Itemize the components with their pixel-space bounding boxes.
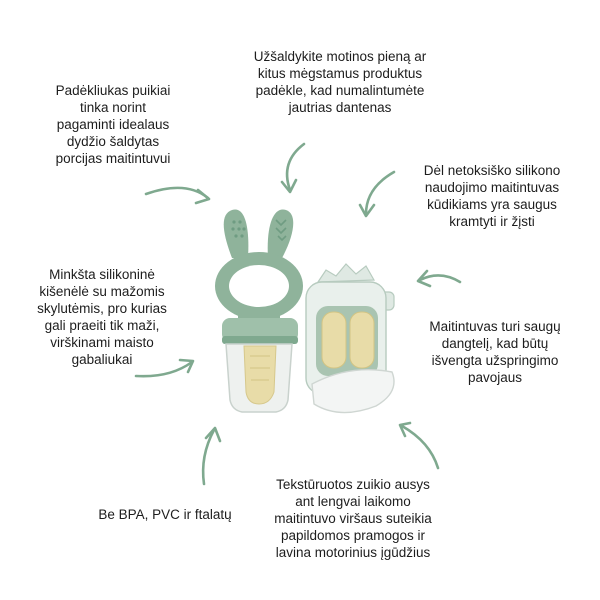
callout-line: kitus mėgstamus produktus (257, 66, 423, 81)
callout-line: Dėl netoksiško silikono (423, 163, 561, 178)
callout-line: Užšaldykite motinos pieną ar (253, 49, 427, 64)
callout-line: papildomos pramogos ir (280, 528, 426, 543)
curved-arrow-icon (134, 358, 195, 378)
freezer-tray-illustration (305, 263, 395, 414)
callout-line: pagaminti idealaus (56, 117, 170, 132)
callout-line: tinka norint (79, 100, 147, 115)
bunny-feeder-illustration (215, 209, 303, 413)
callout-soft-pouch: Minkšta silikoninė kišenėlė su mažomis s… (14, 266, 190, 368)
callout-line: kūdikiams yra saugus (427, 197, 557, 212)
callout-line: pavojaus (467, 370, 523, 385)
curved-arrow-icon (416, 269, 462, 288)
callout-line: Tekstūruotos zuikio ausys (276, 477, 430, 492)
callout-freeze-milk: Užšaldykite motinos pieną ar kitus mėgst… (240, 48, 440, 116)
callout-line: Be BPA, PVC ir ftalatų (98, 507, 232, 522)
callout-line: virškinami maisto (50, 335, 154, 350)
callout-line: kramtyti ir žįsti (449, 214, 535, 229)
callout-bunny-ears: Tekstūruotos zuikio ausys ant lengvai la… (248, 476, 458, 561)
callout-line: dydžio šaldytas (66, 134, 160, 149)
callout-line: lavina motorinius įgūdžius (275, 545, 431, 560)
callout-line: ant lengvai laikomo (295, 494, 411, 509)
callout-line: Maitintuvas turi saugų (429, 319, 561, 334)
callout-safety-cap: Maitintuvas turi saugų dangtelį, kad būt… (400, 318, 590, 386)
callout-line: kišenėlė su mažomis (39, 284, 165, 299)
callout-line: skylutėmis, pro kurias (37, 301, 167, 316)
callout-line: išvengta užspringimo (431, 353, 559, 368)
callout-bpa-free: Be BPA, PVC ir ftalatų (70, 506, 260, 523)
curved-arrow-icon (398, 421, 440, 470)
callout-line: gali praeiti tik maži, (44, 318, 160, 333)
curved-arrow-icon (358, 170, 396, 218)
callout-line: dangtelį, kad būtų (441, 336, 549, 351)
callout-line: jautrias dantenas (288, 100, 392, 115)
callout-line: Padėkliukas puikiai (55, 83, 171, 98)
curved-arrow-icon (201, 426, 222, 486)
callout-line: maitintuvo viršaus suteikia (274, 511, 432, 526)
callout-freeze-portions: Padėkliukas puikiai tinka norint pagamin… (28, 82, 198, 167)
callout-line: naudojimo maitintuvas (424, 180, 560, 195)
curved-arrow-icon (280, 142, 306, 194)
callout-line: padėkle, kad numalintumėte (255, 83, 425, 98)
callout-safe-silicone: Dėl netoksiško silikono naudojimo maitin… (404, 162, 580, 230)
callout-line: gabaliukai (71, 352, 133, 367)
curved-arrow-icon (144, 186, 211, 205)
callout-line: porcijas maitintuvui (55, 151, 171, 166)
callout-line: Minkšta silikoninė (49, 267, 155, 282)
